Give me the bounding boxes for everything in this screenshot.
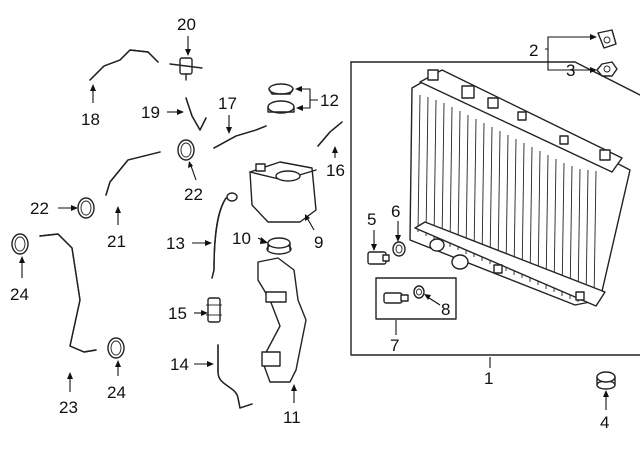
hose-part-17 — [213, 125, 267, 149]
leader-lines — [19, 34, 609, 410]
callout-22-upper: 22 — [184, 185, 203, 204]
reservoir-tank-part-9 — [249, 161, 317, 223]
clamp-part-22-lower — [77, 197, 95, 219]
callout-6: 6 — [391, 202, 400, 221]
callout-1: 1 — [484, 369, 493, 388]
clamp-part-24-right — [107, 337, 125, 359]
callout-17: 17 — [218, 94, 237, 113]
nut-part-3 — [596, 61, 618, 77]
hose-part-18 — [89, 49, 159, 81]
reservoir-bracket-part-11 — [257, 257, 307, 383]
callout-20: 20 — [177, 15, 196, 34]
clamp-part-24-left — [11, 233, 29, 255]
callout-15: 15 — [168, 304, 187, 323]
callout-14: 14 — [170, 355, 189, 374]
o-ring-part-8 — [413, 285, 425, 299]
o-ring-part-6 — [392, 241, 406, 257]
callout-10: 10 — [232, 229, 251, 248]
callout-24-right: 24 — [107, 383, 126, 402]
hose-part-13 — [211, 192, 238, 279]
callout-18: 18 — [81, 110, 100, 129]
callout-5: 5 — [367, 210, 376, 229]
temperature-sensor — [383, 292, 409, 304]
callout-3: 3 — [566, 61, 575, 80]
callout-8: 8 — [441, 300, 450, 319]
cap-set-part-12 — [267, 83, 295, 114]
callout-7: 7 — [390, 336, 399, 355]
sensor-kit-box-part-7 — [375, 277, 457, 320]
callout-12: 12 — [320, 91, 339, 110]
callout-13: 13 — [166, 234, 185, 253]
callout-21: 21 — [107, 232, 126, 251]
callout-9: 9 — [314, 233, 323, 252]
callout-19: 19 — [141, 103, 160, 122]
clamp-part-22-upper — [177, 139, 195, 161]
grommet-part-4 — [596, 371, 616, 390]
callout-2: 2 — [529, 41, 538, 60]
cap-part-10 — [266, 237, 292, 255]
callout-16: 16 — [326, 161, 345, 180]
bracket-part-2 — [597, 29, 617, 49]
callout-labels: 1 2 3 4 5 6 7 8 9 10 11 12 13 14 15 16 1… — [10, 15, 609, 432]
lower-hose-part-23 — [39, 233, 97, 353]
hose-part-14 — [217, 344, 253, 409]
clamp-part-15 — [206, 297, 222, 323]
callout-22-lower: 22 — [30, 199, 49, 218]
callout-4: 4 — [600, 413, 609, 432]
hose-part-16 — [317, 121, 343, 147]
upper-hose-part-21 — [105, 151, 161, 196]
drain-plug-part-5 — [367, 251, 390, 265]
hose-part-19 — [185, 97, 207, 131]
radiator-assembly-frame — [350, 61, 640, 356]
callout-23: 23 — [59, 398, 78, 417]
callout-24-left: 24 — [10, 285, 29, 304]
radiator — [409, 69, 631, 307]
callout-11: 11 — [283, 408, 301, 427]
joint-part-20 — [169, 57, 203, 81]
